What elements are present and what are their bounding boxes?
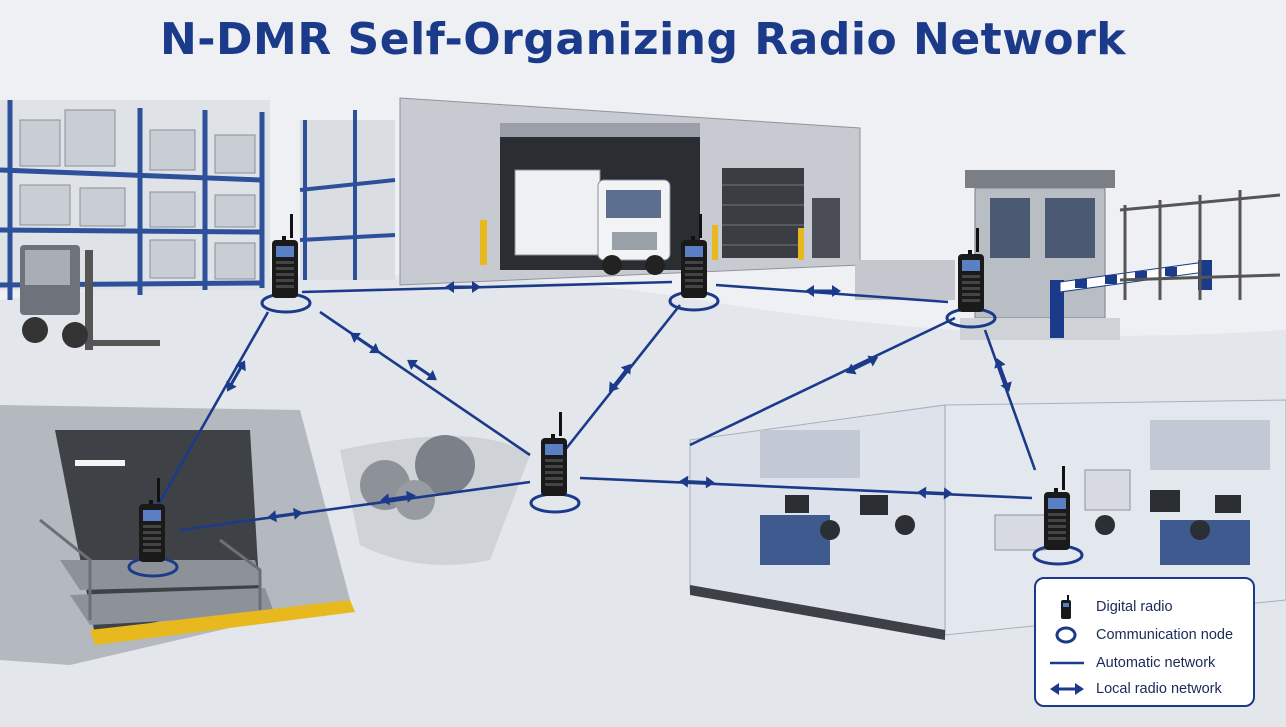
double-arrow-icon — [1050, 683, 1084, 695]
link-warehouse-dock — [301, 280, 673, 294]
legend-label: Local radio network — [1096, 681, 1222, 697]
link-gate-office — [983, 329, 1037, 471]
legend-item-communication-node: Communication node — [1036, 623, 1256, 647]
legend-label: Digital radio — [1096, 599, 1173, 615]
link-center-office — [579, 476, 1033, 500]
barrier-gate-icon — [855, 170, 1281, 340]
link-tunnel-center — [179, 480, 531, 532]
line-icon — [1050, 661, 1084, 665]
warehouse-shelving-icon — [0, 100, 270, 350]
legend-item-digital-radio: Digital radio — [1036, 595, 1256, 619]
radio-icon — [1061, 595, 1071, 619]
page-title: N-DMR Self-Organizing Radio Network — [159, 14, 1127, 65]
link-gate-office-glass — [689, 316, 956, 447]
legend-label: Communication node — [1096, 627, 1234, 643]
legend: Digital radio Communication node Automat… — [1034, 577, 1255, 707]
truck-icon — [399, 97, 861, 286]
link-dock-center — [563, 304, 682, 451]
legend-item-local-radio-network: Local radio network — [1036, 677, 1256, 701]
legend-label: Automatic network — [1096, 655, 1216, 671]
node-ring-icon — [1055, 626, 1077, 644]
link-warehouse-tunnel — [156, 311, 270, 506]
legend-item-automatic-network: Automatic network — [1036, 651, 1256, 675]
